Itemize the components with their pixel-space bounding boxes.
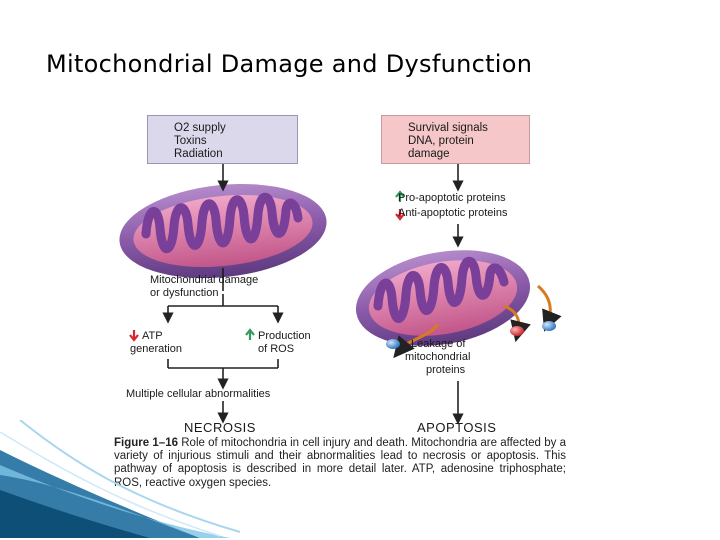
box-line: Toxins	[174, 135, 207, 147]
box-line: Radiation	[174, 148, 223, 160]
leaked-protein-blue	[542, 321, 556, 331]
stimuli-box-right: Survival signals DNA, protein damage	[381, 115, 530, 164]
figure-artwork	[108, 106, 572, 510]
necrosis-label: NECROSIS	[184, 420, 256, 435]
ros-label: of ROS	[258, 343, 295, 355]
atp-label: generation	[130, 343, 182, 355]
slide-title: Mitochondrial Damage and Dysfunction	[46, 50, 533, 78]
caption-text: Role of mitochondria in cell injury and …	[114, 437, 566, 489]
anti-apoptotic-label: Anti-apoptotic proteins	[398, 207, 508, 219]
mito-damage-label: Mitochondrial damage	[150, 274, 259, 286]
right-mitochondrion	[355, 250, 562, 359]
atp-label: ATP	[142, 330, 163, 342]
leakage-label: proteins	[426, 364, 466, 376]
mitochondria-figure: O2 supply Toxins Radiation Survival sign…	[108, 106, 572, 510]
caption-label: Figure 1–16	[114, 437, 178, 449]
pro-apoptotic-label: Pro-apoptotic proteins	[398, 192, 506, 204]
leaked-protein-blue	[386, 339, 400, 349]
left-mitochondrion	[119, 183, 327, 279]
leaked-protein-red	[510, 326, 524, 336]
box-line: DNA, protein	[408, 135, 474, 147]
apoptosis-label: APOPTOSIS	[417, 420, 497, 435]
decorative-swoosh	[0, 420, 241, 538]
figure-caption: Figure 1–16 Role of mitochondria in cell…	[114, 437, 566, 490]
box-line: damage	[408, 148, 450, 160]
box-line: O2 supply	[174, 122, 226, 134]
leakage-label: Leakage of	[411, 338, 466, 350]
box-line: Survival signals	[408, 122, 488, 134]
ros-label: Production	[258, 330, 311, 342]
leakage-label: mitochondrial	[405, 351, 471, 363]
mito-damage-label: or dysfunction	[150, 287, 219, 299]
multiple-abnormalities-label: Multiple cellular abnormalities	[126, 388, 271, 400]
stimuli-box-left: O2 supply Toxins Radiation	[147, 115, 298, 164]
